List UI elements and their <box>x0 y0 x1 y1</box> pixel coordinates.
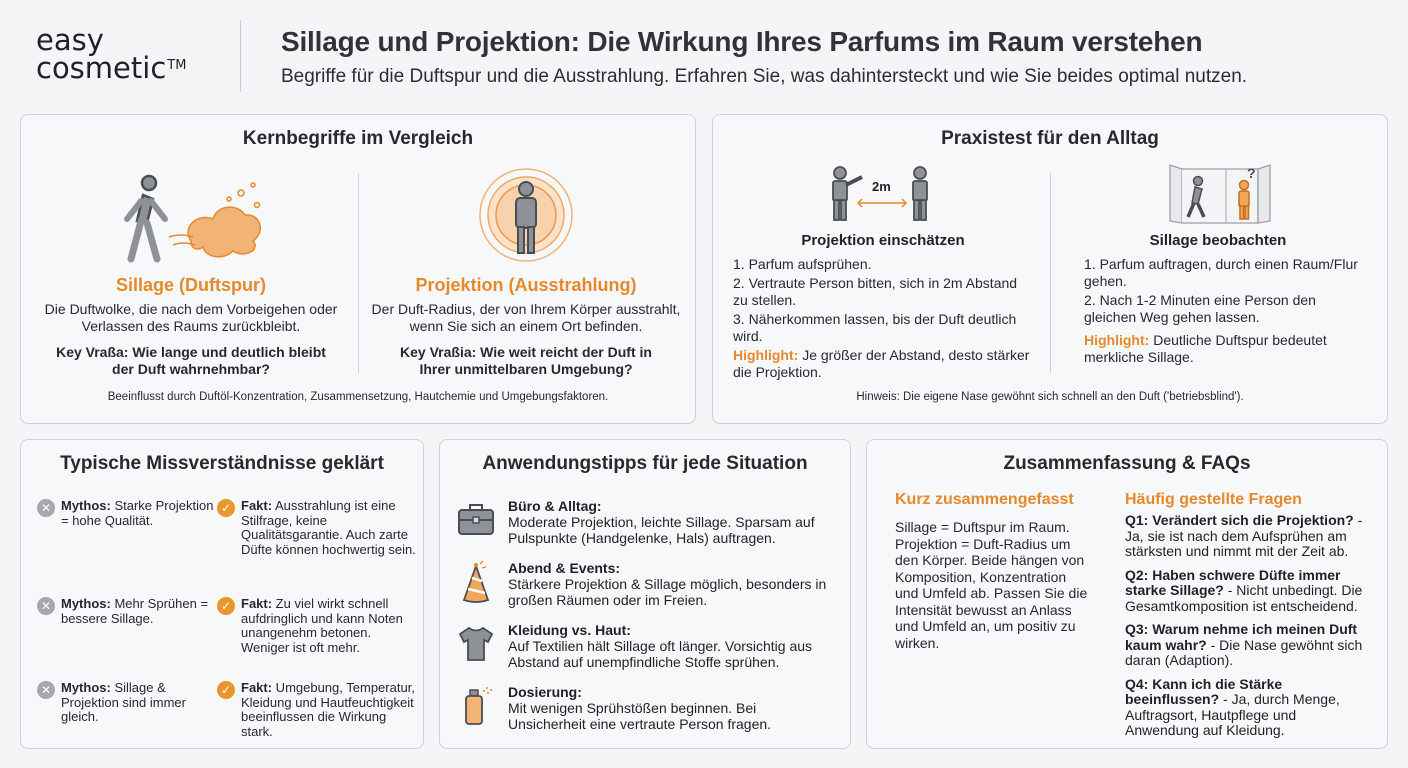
tip-heading: Kleidung vs. Haut: <box>508 622 631 638</box>
panel-zusammenfassung: Zusammenfassung & FAQs Kurz zusammengefa… <box>866 439 1388 749</box>
tip-text: Stärkere Projektion & Sillage möglich, b… <box>508 576 827 608</box>
panel-praxistest: Praxistest für den Alltag 2m Projektion … <box>712 114 1388 424</box>
panel-anwendungstipps: Anwendungstipps für jede Situation Büro … <box>439 439 851 749</box>
myth-item: ✕ Mythos: Starke Projektion = hohe Quali… <box>37 498 217 528</box>
tip-text: Mit wenigen Sprühstößen beginnen. Bei Un… <box>508 700 772 732</box>
question-mark: ? <box>1247 165 1256 181</box>
brand-logo: easy cosmeticTM <box>36 23 187 85</box>
panel-title: Anwendungstipps für jede Situation <box>482 453 808 474</box>
myth-item: ✕ Mythos: Mehr Sprühen = bessere Sillage… <box>37 596 217 626</box>
tip-item: Kleidung vs. Haut: Auf Textilien hält Si… <box>456 622 836 670</box>
page-subtitle: Begriffe für die Duftspur und die Ausstr… <box>281 66 1248 87</box>
fact-item: ✓ Fakt: Umgebung, Temperatur, Kleidung u… <box>217 680 421 739</box>
tip-heading: Dosierung: <box>508 684 582 700</box>
faq-item: Q1: Verändert sich die Projektion? - Ja,… <box>1125 512 1363 559</box>
panel-title: Typische Missverständnisse geklärt <box>60 453 384 474</box>
projektion-key-question: Key Vraßia: Wie weit reicht der Duft in … <box>400 344 652 377</box>
page-title: Sillage und Projektion: Die Wirkung Ihre… <box>281 26 1203 57</box>
tip-heading: Büro & Alltag: <box>508 498 602 514</box>
kern-footnote: Beeinflusst durch Duftöl-Konzentration, … <box>107 391 609 403</box>
summary-short: Kurz zusammengefasst Sillage = Duftspur … <box>895 491 1091 651</box>
check-icon: ✓ <box>217 681 235 699</box>
sillage-key-question: Key Vraßa: Wie lange und deutlich bleibt… <box>56 344 326 377</box>
fact-item: ✓ Fakt: Zu viel wirkt schnell aufdringli… <box>217 596 417 655</box>
column-divider <box>358 173 359 373</box>
panel-kernbegriffe: Kernbegriffe im Vergleich Sillage (Dufts… <box>20 114 696 424</box>
check-icon: ✓ <box>217 597 235 615</box>
party-hat-icon <box>462 560 490 603</box>
column-divider <box>1050 173 1051 373</box>
sillage-step-1: 1. Parfum auftragen, durch einen Raum/Fl… <box>1084 256 1358 289</box>
sillage-step-2: 2. Nach 1-2 Minuten eine Person den glei… <box>1084 292 1316 325</box>
check-icon: ✓ <box>217 499 235 517</box>
projektion-highlight: Highlight: Je größer der Abstand, desto … <box>733 347 1030 380</box>
two-people-distance-icon <box>832 166 928 221</box>
x-icon: ✕ <box>37 499 55 517</box>
faq-item: Q2: Haben schwere Düfte immer starke Sil… <box>1125 566 1363 614</box>
doorway-people-icon <box>1169 164 1271 224</box>
walking-person-scent-icon <box>124 174 261 263</box>
panel-missverstaendnisse: Typische Missverständnisse geklärt ✕ Myt… <box>20 439 424 749</box>
tshirt-icon <box>458 626 494 661</box>
tip-item: Abend & Events: Stärkere Projektion & Si… <box>456 560 836 608</box>
perfume-bottle-icon <box>465 687 492 725</box>
panel-title: Kernbegriffe im Vergleich <box>242 128 474 149</box>
projektion-definition: Projektion (Ausstrahlung) Der Duft-Radiu… <box>371 275 681 378</box>
sillage-test: Sillage beobachten 1. Parfum auftragen, … <box>1068 233 1368 368</box>
sillage-heading: Sillage (Duftspur) <box>115 275 266 295</box>
person-radius-icon <box>479 168 573 262</box>
x-icon: ✕ <box>37 597 55 615</box>
x-icon: ✕ <box>37 681 55 699</box>
projektion-step-2: 2. Vertraute Person bitten, sich in 2m A… <box>733 275 1018 308</box>
short-text: Sillage = Duftspur im Raum. Projektion =… <box>895 519 1088 651</box>
sillage-desc: Die Duftwolke, die nach dem Vorbeigehen … <box>44 301 338 334</box>
header-divider <box>240 20 241 92</box>
projektion-desc: Der Duft-Radius, der von Ihrem Körper au… <box>371 301 681 334</box>
faq-section: Häufig gestellte Fragen Q1: Verändert si… <box>1125 491 1373 739</box>
projektion-heading: Projektion (Ausstrahlung) <box>415 275 637 295</box>
faq-item: Q3: Warum nehme ich meinen Duft kaum wah… <box>1125 621 1363 668</box>
tip-text: Moderate Projektion, leichte Sillage. Sp… <box>508 514 815 546</box>
sillage-highlight: Highlight: Deutliche Duftspur bedeutet m… <box>1084 332 1327 365</box>
myth-item: ✕ Mythos: Sillage & Projektion sind imme… <box>37 680 217 725</box>
short-heading: Kurz zusammengefasst <box>895 491 1074 508</box>
praxis-footnote: Hinweis: Die eigene Nase gewöhnt sich sc… <box>856 391 1244 403</box>
sillage-definition: Sillage (Duftspur) Die Duftwolke, die na… <box>41 275 341 378</box>
briefcase-icon <box>458 504 494 535</box>
projektion-test-heading: Projektion einschätzen <box>801 232 965 249</box>
projektion-test: Projektion einschätzen 1. Parfum aufsprü… <box>733 233 1033 383</box>
fact-item: ✓ Fakt: Ausstrahlung ist eine Stilfrage,… <box>217 498 417 557</box>
tip-item: Dosierung: Mit wenigen Sprühstößen begin… <box>456 684 836 732</box>
sillage-test-heading: Sillage beobachten <box>1149 232 1287 249</box>
faq-item: Q4: Kann ich die Stärke beeinflussen? - … <box>1125 675 1340 738</box>
panel-title: Praxistest für den Alltag <box>941 128 1159 149</box>
panel-title: Zusammenfassung & FAQs <box>1003 453 1251 474</box>
tip-heading: Abend & Events: <box>508 560 621 576</box>
projektion-step-1: 1. Parfum aufsprühen. <box>733 256 872 272</box>
projektion-step-3: 3. Näherkommen lassen, bis der Duft deut… <box>733 311 1017 344</box>
header: easy cosmeticTM Sillage und Projektion: … <box>0 0 1408 108</box>
faq-heading: Häufig gestellte Fragen <box>1125 491 1302 508</box>
distance-label: 2m <box>872 179 891 194</box>
tip-item: Büro & Alltag: Moderate Projektion, leic… <box>456 498 836 546</box>
tip-text: Auf Textilien hält Sillage oft länger. V… <box>508 638 813 670</box>
